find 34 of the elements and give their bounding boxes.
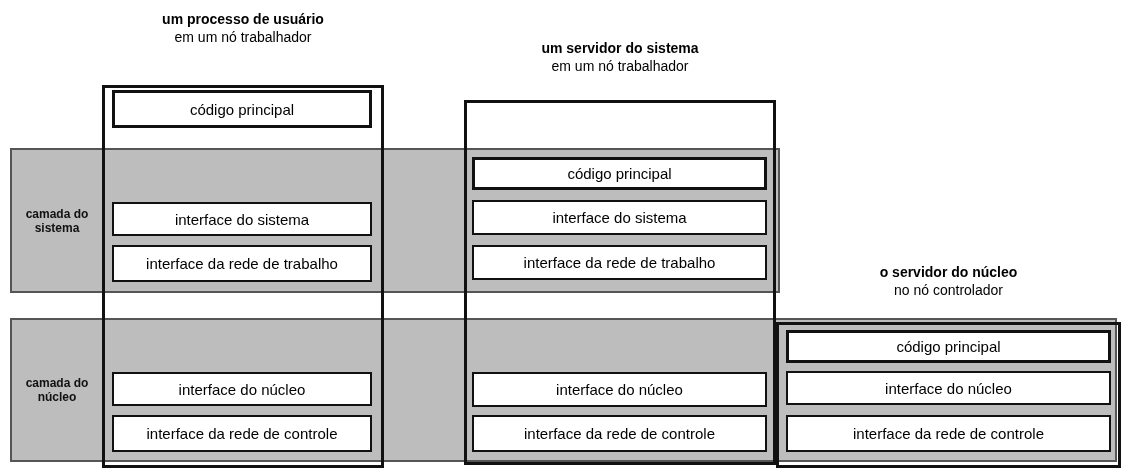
module-box: [472, 200, 767, 235]
module-box: [786, 371, 1111, 405]
module-box: [472, 157, 767, 190]
module-box: [786, 415, 1111, 452]
module-box: [112, 90, 372, 128]
frame-subtitle: em um nó trabalhador: [173, 28, 313, 46]
module-box: [472, 415, 767, 452]
module-label: interface do sistema: [552, 209, 687, 226]
layer-label: camada do sistema: [24, 206, 90, 235]
module-label: interface da rede de controle: [524, 425, 715, 442]
module-box: [472, 245, 767, 280]
module-box: [112, 372, 372, 406]
module-label: interface da rede de controle: [853, 425, 1044, 442]
module-box: [112, 245, 372, 282]
module-label: interface do núcleo: [178, 380, 306, 398]
module-box: [112, 202, 372, 236]
module-label: interface do núcleo: [885, 379, 1012, 397]
module-label: interface da rede de trabalho: [523, 254, 716, 271]
module-box: [472, 372, 767, 407]
frame-subtitle: em um nó trabalhador: [550, 57, 690, 75]
module-label: código principal: [896, 338, 1001, 355]
module-label: interface do sistema: [174, 210, 310, 228]
module-label: interface da rede de controle: [146, 425, 338, 442]
layer-label: camada do núcleo: [24, 376, 90, 404]
frame-title: um servidor do sistema: [541, 39, 699, 57]
module-box: [112, 415, 372, 452]
frame-title: um processo de usuário: [162, 10, 324, 28]
frame-subtitle: no nó controlador: [893, 281, 1004, 299]
module-label: interface do núcleo: [556, 381, 683, 398]
module-label: código principal: [189, 100, 295, 118]
module-box: [786, 330, 1111, 363]
module-label: código principal: [567, 165, 672, 182]
module-label: interface da rede de trabalho: [146, 255, 338, 272]
frame-title: o servidor do núcleo: [879, 263, 1018, 281]
